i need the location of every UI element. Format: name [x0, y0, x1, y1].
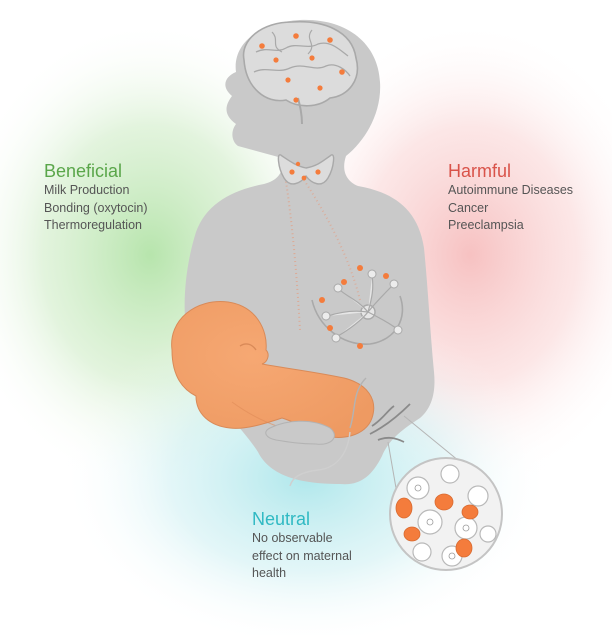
beneficial-label-group: Beneficial Milk Production Bonding (oxyt… — [44, 160, 148, 235]
harmful-label-group: Harmful Autoimmune Diseases Cancer Preec… — [448, 160, 573, 235]
mother-arm — [265, 420, 335, 445]
thyroid — [277, 154, 335, 185]
neutral-item: effect on maternal — [252, 548, 352, 563]
harmful-item: Preeclampsia — [448, 218, 524, 232]
neutral-item: No observable — [252, 531, 333, 545]
beneficial-item: Thermoregulation — [44, 218, 142, 232]
harmful-title: Harmful — [448, 161, 512, 181]
neutral-label-group: Neutral No observable effect on maternal… — [252, 508, 352, 583]
beneficial-item: Bonding (oxytocin) — [44, 200, 148, 215]
beneficial-title: Beneficial — [44, 161, 123, 181]
mother-arm-outline — [349, 377, 367, 429]
brain-cells — [259, 33, 345, 103]
harmful-item: Cancer — [448, 200, 489, 215]
cell-magnifier — [389, 457, 503, 571]
beneficial-item: Milk Production — [44, 183, 130, 197]
blood-vessels — [369, 403, 411, 443]
breast-ducts — [311, 265, 404, 349]
harmful-item: Autoimmune Diseases — [448, 183, 574, 197]
neutral-item: health — [252, 566, 287, 580]
neutral-title: Neutral — [252, 509, 311, 529]
baby-leg-line — [289, 431, 351, 487]
brain — [242, 20, 359, 125]
